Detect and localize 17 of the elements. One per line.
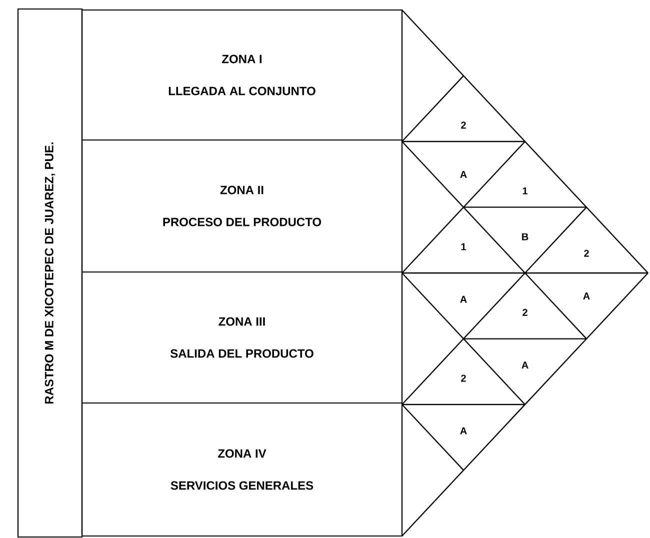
matrix-cell-label: A	[460, 296, 467, 303]
matrix-cell-label: B	[522, 233, 528, 240]
matrix-cell-label: 2	[522, 308, 528, 316]
title-band: RASTRO M DE XICOTEPEC DE JUAREZ, PUE.	[17, 8, 83, 538]
zone-box: ZONA II PROCESO DEL PRODUCTO	[81, 139, 403, 273]
zone-box: ZONA III SALIDA DEL PRODUCTO	[81, 271, 403, 404]
matrix-cell-label: 1	[522, 187, 528, 194]
matrix-cell-label: 1	[461, 243, 466, 250]
matrix-cell-label: A	[460, 427, 467, 434]
matrix-cell-label: 2	[584, 250, 589, 257]
matrix-cell-label: 2	[461, 374, 466, 382]
matrix-cell-label: 2	[461, 122, 466, 129]
zone-box: ZONA I LLEGADA AL CONJUNTO	[81, 9, 403, 141]
zone-box: ZONA IV SERVICIOS GENERALES	[81, 402, 403, 537]
matrix-cell-label: A	[460, 170, 467, 178]
matrix-cell-label: A	[522, 362, 528, 369]
matrix-cell-label: A	[583, 292, 590, 300]
